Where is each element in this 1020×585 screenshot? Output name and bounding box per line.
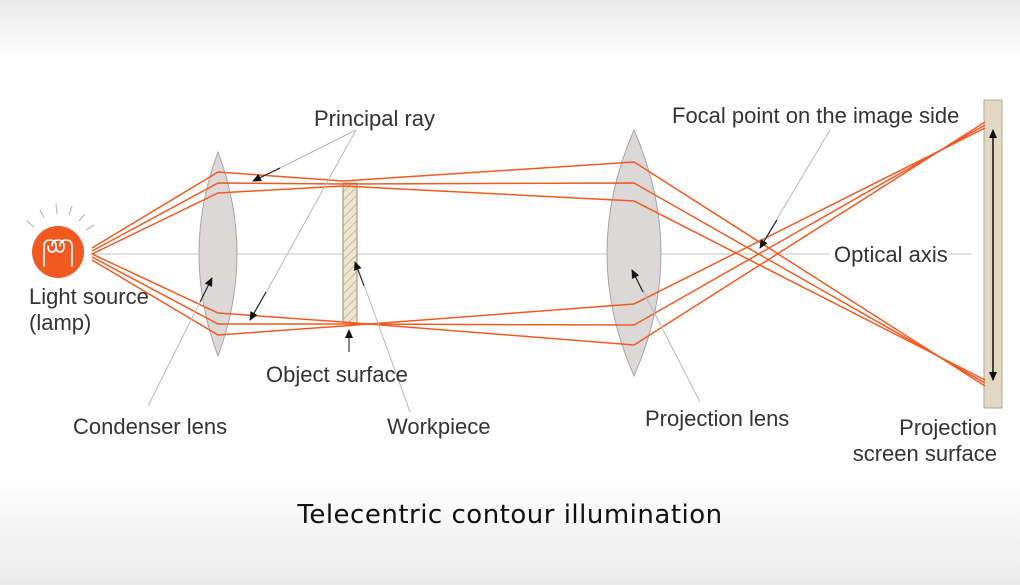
diagram-title: Telecentric contour illumination — [297, 500, 723, 530]
label-focal-point: Focal point on the image side — [672, 103, 959, 128]
label-light-source-line1: Light source — [29, 284, 149, 309]
ray-bundle-lower — [91, 121, 986, 346]
label-object-surface: Object surface — [266, 362, 408, 387]
ray — [91, 161, 986, 387]
ray — [91, 127, 986, 336]
ray — [91, 182, 986, 384]
ray — [91, 121, 986, 346]
ray — [91, 124, 986, 326]
projection-lens — [606, 128, 662, 378]
label-optical-axis: Optical axis — [834, 242, 948, 267]
label-workpiece: Workpiece — [387, 414, 491, 439]
light-source-icon — [26, 203, 95, 278]
label-condenser-lens: Condenser lens — [73, 414, 227, 439]
label-principal-ray: Principal ray — [314, 106, 435, 131]
label-projection-screen-line1: Projection — [899, 415, 997, 440]
workpiece — [342, 182, 358, 325]
ray — [91, 185, 986, 381]
label-light-source-line2: (lamp) — [29, 310, 91, 335]
label-projection-screen-line2: screen surface — [853, 441, 997, 466]
condenser-lens — [198, 150, 238, 358]
leader-arrows — [199, 167, 778, 352]
ray-bundle-upper — [91, 161, 986, 387]
label-projection-lens: Projection lens — [645, 406, 789, 431]
